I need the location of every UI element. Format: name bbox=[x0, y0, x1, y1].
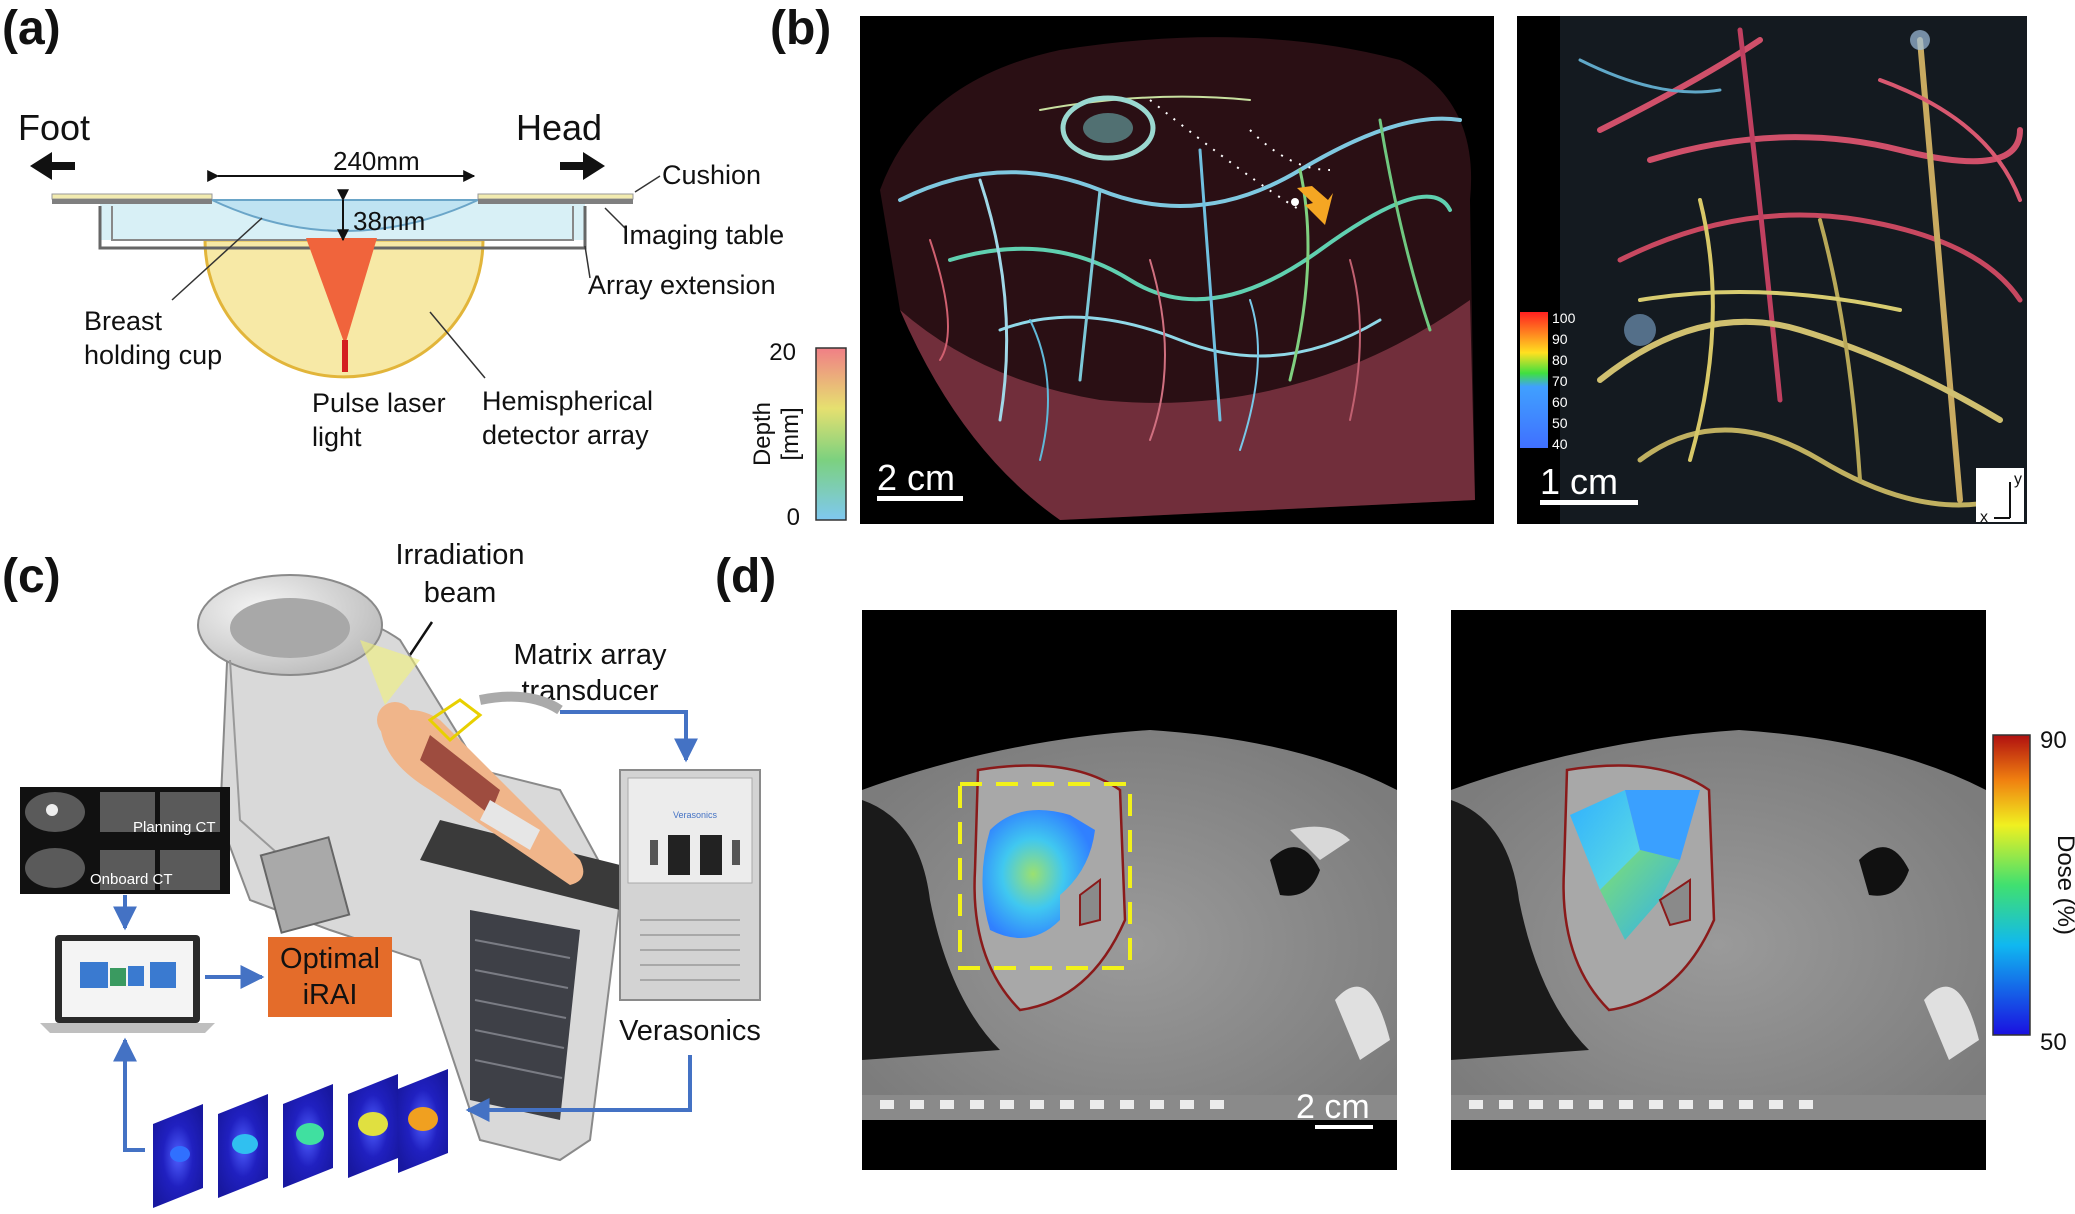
scale-bar-d bbox=[1315, 1125, 1373, 1129]
depth-min-label: 0 bbox=[787, 504, 800, 531]
dose-colorbar bbox=[1992, 734, 2031, 1036]
arrow-verasonics-to-frames bbox=[465, 1055, 692, 1122]
width-dimension: 240mm bbox=[333, 146, 420, 176]
optimal-irai-box bbox=[268, 937, 392, 1017]
cup-label-line1: Breast bbox=[84, 306, 163, 336]
depth-colorbar bbox=[815, 347, 847, 521]
intensity-tick-label: 90 bbox=[1552, 331, 1568, 347]
beam-label-line2: beam bbox=[424, 577, 497, 609]
depth-max-label: 20 bbox=[769, 339, 796, 366]
intensity-tick-label: 100 bbox=[1552, 310, 1576, 326]
cup-label-line2: holding cup bbox=[84, 340, 222, 370]
laser-beam bbox=[306, 238, 377, 345]
dose-axis-label: Dose (%) bbox=[2052, 835, 2075, 935]
foot-arrow-icon bbox=[30, 152, 75, 180]
cushion-right bbox=[477, 193, 634, 200]
lesion-arrow-icon bbox=[1297, 186, 1333, 225]
onboard-ct-label: Onboard CT bbox=[90, 871, 173, 888]
device-brand-label: Verasonics bbox=[673, 810, 718, 820]
intensity-tick-label: 80 bbox=[1552, 352, 1568, 368]
roi-box bbox=[958, 782, 1132, 970]
intensity-tick-label: 70 bbox=[1552, 373, 1568, 389]
dose-max-label: 90 bbox=[2040, 727, 2067, 754]
arrow-transducer-to-verasonics bbox=[560, 710, 698, 763]
laser-source bbox=[342, 340, 348, 372]
panel-label-c: (c) bbox=[2, 550, 61, 603]
panel-label-a: (a) bbox=[2, 2, 61, 55]
foot-label: Foot bbox=[18, 107, 90, 148]
laser-label-line2: light bbox=[312, 422, 362, 452]
depth-dimension: 38mm bbox=[353, 206, 425, 236]
scale-label-d: 2 cm bbox=[1296, 1088, 1370, 1126]
head-label: Head bbox=[516, 107, 602, 148]
scale-label-left: 2 cm bbox=[877, 457, 955, 498]
imaging-table-label: Imaging table bbox=[622, 220, 784, 250]
array-extension-label: Array extension bbox=[588, 270, 776, 300]
cushion-left bbox=[51, 193, 213, 200]
depth-axis-label: Depth bbox=[749, 402, 776, 466]
intensity-tick-label: 60 bbox=[1552, 394, 1568, 410]
array-label-line1: Hemispherical bbox=[482, 386, 653, 416]
matrix-label-line1: Matrix array bbox=[513, 639, 667, 671]
intensity-colorbar bbox=[1520, 312, 1548, 448]
cushion-label: Cushion bbox=[662, 160, 761, 190]
scale-bar-left bbox=[877, 496, 963, 501]
panel-b: 20 0 Depth [mm] 2 cm bbox=[749, 16, 2027, 531]
laptop-icon bbox=[40, 935, 215, 1033]
panel-d: 2 cm 90 50 Dose (%) bbox=[862, 610, 2075, 1170]
head-arrow-icon bbox=[560, 152, 605, 180]
arrow-frames-to-laptop bbox=[113, 1037, 145, 1152]
optimal-label-line2: iRAI bbox=[303, 979, 358, 1011]
optimal-label-line1: Optimal bbox=[280, 943, 380, 975]
linac-machine bbox=[197, 574, 640, 1162]
panel-label-b: (b) bbox=[770, 2, 831, 55]
beam-label-line1: Irradiation bbox=[396, 539, 525, 571]
dose-min-label: 50 bbox=[2040, 1029, 2067, 1056]
panel-a-schematic: Foot Head 240mm 38mm Cushion Imaging tab… bbox=[18, 107, 784, 452]
panel-label-d: (d) bbox=[715, 550, 776, 603]
irai-frame-stack bbox=[153, 1069, 448, 1208]
intensity-tick-label: 40 bbox=[1552, 436, 1568, 452]
array-label-line2: detector array bbox=[482, 420, 649, 450]
scale-label-right: 1 cm bbox=[1540, 461, 1618, 502]
intensity-tick-label: 50 bbox=[1552, 415, 1568, 431]
axis-y-label: y bbox=[2014, 471, 2022, 488]
axis-x-label: x bbox=[1980, 509, 1988, 526]
scale-bar-right bbox=[1540, 500, 1638, 505]
panel-c: Irradiation beam Matrix array transducer bbox=[20, 539, 761, 1208]
planning-ct-label: Planning CT bbox=[133, 819, 216, 836]
laser-label-line1: Pulse laser bbox=[312, 388, 446, 418]
depth-unit-label: [mm] bbox=[777, 407, 804, 460]
verasonics-label: Verasonics bbox=[619, 1015, 761, 1047]
verasonics-system: Verasonics bbox=[619, 769, 761, 1001]
intensity-colorbar-ticks: 100 90 80 70 60 50 40 bbox=[1552, 310, 1576, 452]
